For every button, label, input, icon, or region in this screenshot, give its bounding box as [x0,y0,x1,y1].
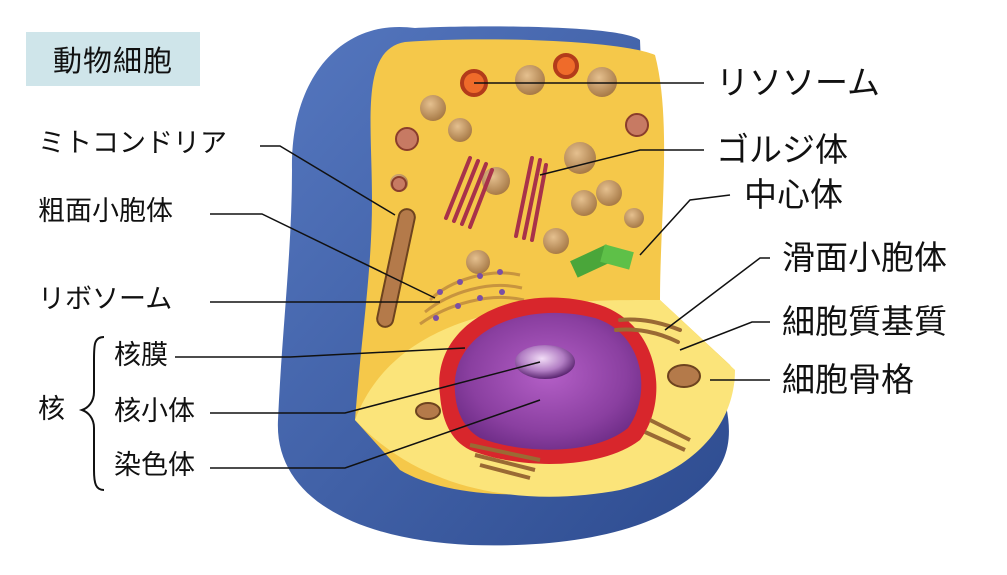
label-nucleus: 核 [38,394,65,425]
nucleus [454,312,642,450]
leader-cytoplasmic-matrix [679,321,770,351]
leader-nuclear-membrane [175,347,466,358]
label-nuclear-membrane: 核膜 [114,340,168,371]
lysosome [553,53,579,79]
label-smooth-er: 滑面小胞体 [782,238,947,277]
label-chromosome: 染色体 [114,450,195,481]
centrosome [570,244,634,278]
diagram-title: 動物細胞 [26,32,200,86]
nucleolus [515,345,575,379]
leader-lines [175,82,770,469]
label-nucleolus: 核小体 [114,396,195,427]
label-cytoplasmic-matrix: 細胞質基質 [782,302,947,341]
label-centrosome: 中心体 [744,175,843,214]
leader-smooth-er [664,257,770,331]
label-cytoskeleton: 細胞骨格 [782,360,914,399]
label-mitochondria: ミトコンドリア [38,128,227,159]
ribosome-group [433,269,505,321]
leader-mitochondria [260,145,396,216]
leader-golgi [539,149,704,176]
leader-centrosome [639,194,731,256]
vesicle-group [390,65,644,274]
nucleus-brace [78,336,105,491]
leader-chromosome [210,399,541,469]
cut-face-organelles [415,364,701,480]
label-rough-er: 粗面小胞体 [38,196,173,227]
label-lysosome: リソソーム [716,63,881,102]
leader-nucleolus [210,361,541,414]
label-ribosome: リボソーム [38,284,173,315]
smooth-er [614,317,682,344]
rough-er [419,271,525,326]
golgi-group [444,156,548,242]
leader-rough-er [210,213,436,299]
mitochondria-small-group [391,113,649,192]
mitochondrion [376,208,416,328]
label-golgi: ゴルジ体 [716,130,848,169]
